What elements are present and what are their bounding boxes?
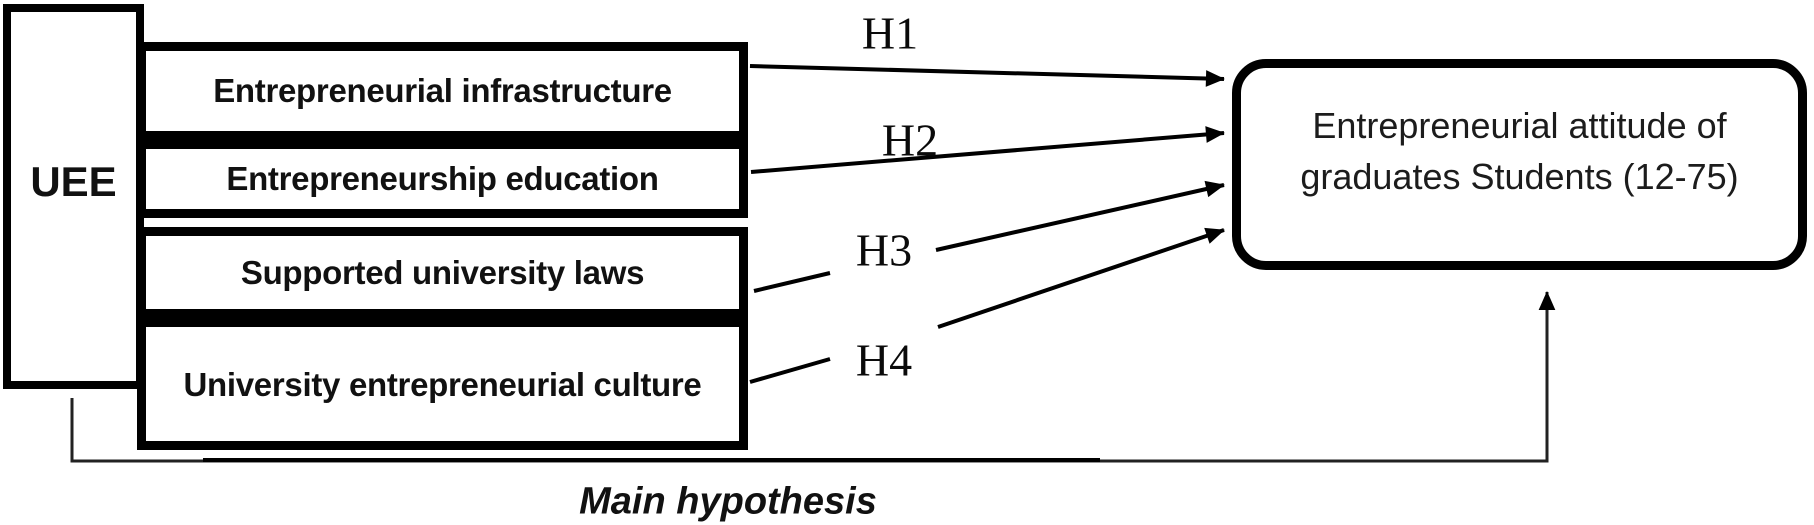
h2-arrow-line (750, 126, 1225, 174)
h3-arrow-line (935, 180, 1225, 252)
factor-box-university-entrepreneurial-culture: University entrepreneurial culture (137, 318, 748, 450)
factor-label: Entrepreneurial infrastructure (213, 72, 672, 109)
hypothesis-label-h2: H2 (881, 114, 939, 166)
h4-arrow-stub (749, 357, 831, 384)
factor-box-supported-university-laws: Supported university laws (137, 227, 748, 318)
factor-label: Supported university laws (240, 253, 645, 291)
h4-arrow-line (937, 227, 1225, 329)
outcome-box-entrepreneurial-attitude: Entrepreneurial attitude of graduates St… (1232, 59, 1807, 270)
factor-label: Entrepreneurship education (226, 160, 659, 197)
uee-box: UEE (3, 4, 144, 389)
main-hypothesis-label: Main hypothesis (579, 480, 877, 523)
hypothesis-label-h3: H3 (855, 224, 913, 276)
hypothesis-label-h4: H4 (855, 334, 913, 386)
h1-arrow-line (749, 64, 1225, 87)
factor-box-entrepreneurship-education: Entrepreneurship education (137, 140, 748, 218)
factor-label: University entrepreneurial culture (183, 365, 702, 403)
outcome-label-line1: Entrepreneurial attitude of (1312, 105, 1727, 146)
hypothesis-label-h1: H1 (861, 7, 919, 59)
factor-box-entrepreneurial-infrastructure: Entrepreneurial infrastructure (137, 42, 748, 140)
outcome-label: Entrepreneurial attitude of graduates St… (1300, 100, 1738, 202)
uee-label: UEE (30, 157, 117, 205)
h3-arrow-stub (753, 271, 831, 293)
outcome-label-line2: graduates Students (12-75) (1300, 156, 1739, 197)
